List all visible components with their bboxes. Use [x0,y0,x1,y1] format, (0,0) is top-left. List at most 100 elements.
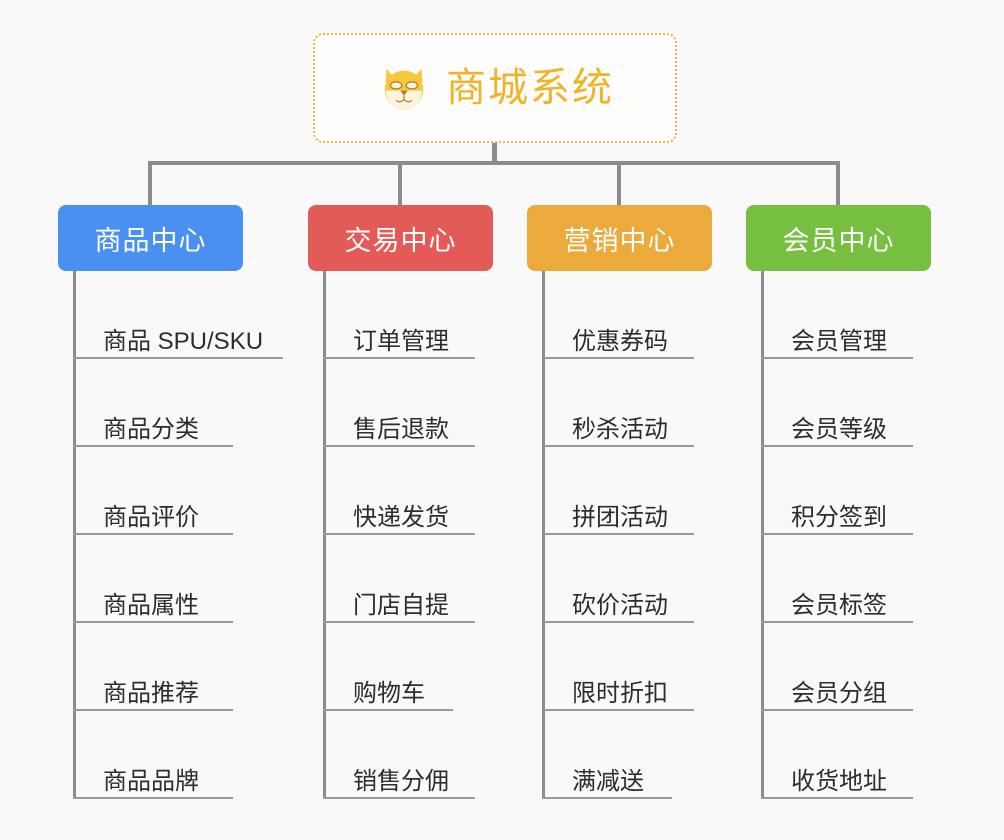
list-item[interactable]: 砍价活动 [542,535,712,623]
list-item[interactable]: 商品分类 [73,359,263,447]
leaf-underline [73,445,233,447]
branch-items-1: 商品 SPU/SKU 商品分类 商品评价 商品属性 商品推荐 商品品牌 [58,271,283,799]
list-item-label: 商品属性 [103,591,199,619]
category-label-4: 会员中心 [782,225,895,256]
list-item[interactable]: 会员等级 [761,359,931,447]
list-item-label: 商品评价 [103,503,199,531]
branch-trunk-1 [73,271,76,799]
leaf-underline [761,357,913,359]
connector-drop-3 [617,161,621,207]
list-item-label: 砍价活动 [572,591,668,619]
list-item-label: 优惠券码 [572,327,668,355]
branch-column-1: 商品中心 商品 SPU/SKU 商品分类 商品评价 商品属性 商品推荐 [58,205,283,799]
list-item[interactable]: 销售分佣 [323,711,493,799]
connector-stem [492,143,497,164]
leaf-underline [542,445,694,447]
list-item[interactable]: 会员分组 [761,623,931,711]
list-item-label: 商品品牌 [103,767,199,795]
list-item-label: 快递发货 [353,503,449,531]
list-item[interactable]: 会员标签 [761,535,931,623]
leaf-underline [323,709,453,711]
category-label-2: 交易中心 [344,225,457,256]
leaf-underline [761,533,913,535]
list-item-label: 会员分组 [791,679,887,707]
leaf-underline [323,797,475,799]
leaf-underline [323,445,475,447]
leaf-underline [73,621,233,623]
list-item-label: 订单管理 [353,327,449,355]
leaf-underline [542,357,694,359]
list-item-label: 收货地址 [791,767,887,795]
leaf-underline [73,357,283,359]
list-item-label: 商品推荐 [103,679,199,707]
list-item-label: 销售分佣 [353,767,449,795]
leaf-underline [323,621,475,623]
list-item-label: 满减送 [572,767,644,795]
leaf-underline [542,797,672,799]
list-item[interactable]: 收货地址 [761,711,931,799]
list-item[interactable]: 满减送 [542,711,712,799]
list-item[interactable]: 门店自提 [323,535,493,623]
list-item[interactable]: 售后退款 [323,359,493,447]
list-item[interactable]: 快递发货 [323,447,493,535]
list-item[interactable]: 积分签到 [761,447,931,535]
branch-trunk-3 [542,271,545,799]
list-item[interactable]: 商品推荐 [73,623,263,711]
category-header-1[interactable]: 商品中心 [58,205,243,271]
connector-drop-2 [398,161,402,207]
list-item-label: 积分签到 [791,503,887,531]
list-item[interactable]: 订单管理 [323,271,493,359]
leaf-underline [761,621,913,623]
branch-column-4: 会员中心 会员管理 会员等级 积分签到 会员标签 会员分组 [746,205,931,799]
leaf-underline [542,621,694,623]
connector-drop-1 [148,161,152,207]
branch-items-4: 会员管理 会员等级 积分签到 会员标签 会员分组 收货地址 [746,271,931,799]
connector-drop-4 [836,161,840,207]
list-item-label: 购物车 [353,679,425,707]
category-label-3: 营销中心 [563,225,676,256]
leaf-underline [761,797,913,799]
list-item-label: 门店自提 [353,591,449,619]
list-item-label: 会员等级 [791,415,887,443]
branch-trunk-2 [323,271,326,799]
list-item[interactable]: 购物车 [323,623,493,711]
list-item[interactable]: 会员管理 [761,271,931,359]
list-item[interactable]: 优惠券码 [542,271,712,359]
list-item[interactable]: 限时折扣 [542,623,712,711]
list-item[interactable]: 商品品牌 [73,711,263,799]
leaf-underline [761,709,913,711]
list-item[interactable]: 拼团活动 [542,447,712,535]
leaf-underline [73,709,233,711]
list-item-label: 秒杀活动 [572,415,668,443]
list-item-label: 商品 SPU/SKU [103,327,264,355]
branch-items-2: 订单管理 售后退款 快递发货 门店自提 购物车 销售分佣 [308,271,493,799]
leaf-underline [542,533,694,535]
list-item[interactable]: 商品评价 [73,447,263,535]
leaf-underline [761,445,913,447]
list-item-label: 会员标签 [791,591,887,619]
branch-trunk-4 [761,271,764,799]
list-item-label: 限时折扣 [572,679,668,707]
branch-items-3: 优惠券码 秒杀活动 拼团活动 砍价活动 限时折扣 满减送 [527,271,712,799]
shiba-dog-face-icon [384,68,424,111]
branch-column-3: 营销中心 优惠券码 秒杀活动 拼团活动 砍价活动 限时折扣 [527,205,712,799]
root-title: 商城系统 [446,66,614,110]
root-node[interactable]: 商城系统 [313,33,677,143]
leaf-underline [323,357,475,359]
leaf-underline [73,533,233,535]
branch-column-2: 交易中心 订单管理 售后退款 快递发货 门店自提 购物车 [308,205,493,799]
leaf-underline [73,797,233,799]
list-item-label: 售后退款 [353,415,449,443]
category-header-4[interactable]: 会员中心 [746,205,931,271]
list-item-label: 会员管理 [791,327,887,355]
list-item[interactable]: 秒杀活动 [542,359,712,447]
leaf-underline [542,709,694,711]
category-header-3[interactable]: 营销中心 [527,205,712,271]
list-item-label: 商品分类 [103,415,199,443]
list-item-label: 拼团活动 [572,503,668,531]
category-header-2[interactable]: 交易中心 [308,205,493,271]
list-item[interactable]: 商品 SPU/SKU [73,271,283,359]
list-item[interactable]: 商品属性 [73,535,263,623]
category-label-1: 商品中心 [94,225,207,256]
